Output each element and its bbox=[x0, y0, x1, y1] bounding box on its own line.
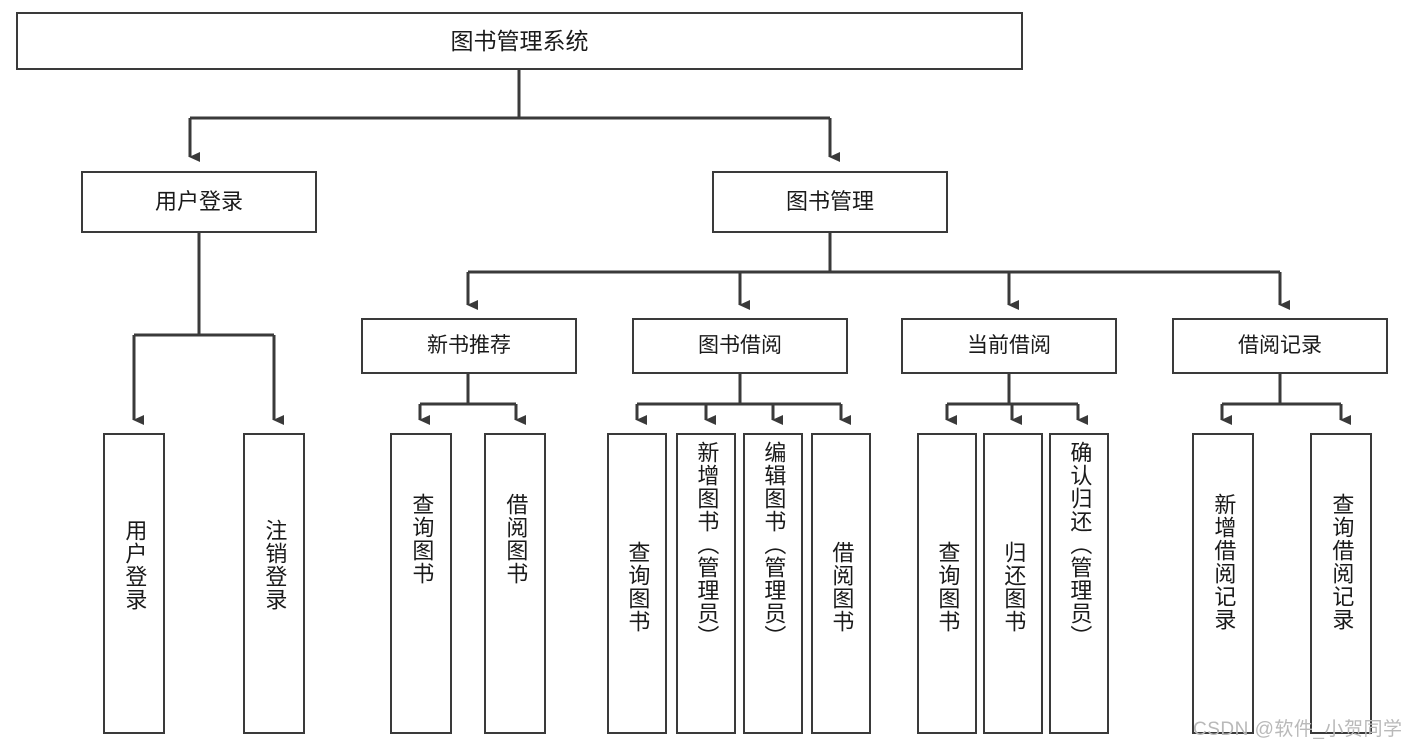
leaf-query-book-1-label: 查询图书 bbox=[409, 493, 435, 585]
leaf-borrow-book-2-label: 借阅图书 bbox=[829, 541, 855, 633]
leaf-logout-label: 注销登录 bbox=[262, 519, 288, 611]
leaf-query-record-label: 查询借阅记录 bbox=[1329, 493, 1355, 631]
leaf-query-record[interactable]: 查询借阅记录 bbox=[1310, 433, 1372, 734]
leaf-logout[interactable]: 注销登录 bbox=[243, 433, 305, 734]
leaf-query-book-2-label: 查询图书 bbox=[625, 541, 651, 633]
leaf-return-book-label: 归还图书 bbox=[1001, 541, 1027, 633]
leaf-edit-book-label: 编辑图书（管理员） bbox=[761, 441, 787, 648]
leaf-user-login[interactable]: 用户登录 bbox=[103, 433, 165, 734]
leaf-confirm-return[interactable]: 确认归还（管理员） bbox=[1049, 433, 1109, 734]
node-book-borrow-label: 图书借阅 bbox=[698, 333, 782, 357]
leaf-add-book[interactable]: 新增图书（管理员） bbox=[676, 433, 736, 734]
leaf-borrow-book-1[interactable]: 借阅图书 bbox=[484, 433, 546, 734]
node-current-borrow-label: 当前借阅 bbox=[967, 333, 1051, 357]
node-user-login-label: 用户登录 bbox=[154, 189, 243, 215]
node-book-manage-label: 图书管理 bbox=[785, 189, 874, 215]
leaf-query-book-3-label: 查询图书 bbox=[935, 541, 961, 633]
node-new-book-rec[interactable]: 新书推荐 bbox=[361, 318, 577, 374]
node-user-login[interactable]: 用户登录 bbox=[81, 171, 317, 233]
leaf-add-record-label: 新增借阅记录 bbox=[1211, 493, 1237, 631]
node-borrow-record-label: 借阅记录 bbox=[1238, 333, 1322, 357]
node-new-book-rec-label: 新书推荐 bbox=[427, 333, 511, 357]
leaf-add-book-label: 新增图书（管理员） bbox=[694, 441, 720, 648]
leaf-borrow-book-2[interactable]: 借阅图书 bbox=[811, 433, 871, 734]
node-root-label: 图书管理系统 bbox=[450, 27, 589, 54]
leaf-query-book-3[interactable]: 查询图书 bbox=[917, 433, 977, 734]
node-book-manage[interactable]: 图书管理 bbox=[712, 171, 948, 233]
node-book-borrow[interactable]: 图书借阅 bbox=[632, 318, 848, 374]
node-root[interactable]: 图书管理系统 bbox=[16, 12, 1023, 70]
leaf-query-book-2[interactable]: 查询图书 bbox=[607, 433, 667, 734]
leaf-user-login-label: 用户登录 bbox=[122, 519, 148, 611]
leaf-add-record[interactable]: 新增借阅记录 bbox=[1192, 433, 1254, 734]
node-current-borrow[interactable]: 当前借阅 bbox=[901, 318, 1117, 374]
watermark: CSDN @软件_小贺同学 bbox=[1193, 719, 1403, 740]
leaf-query-book-1[interactable]: 查询图书 bbox=[390, 433, 452, 734]
leaf-confirm-return-label: 确认归还（管理员） bbox=[1067, 441, 1093, 648]
leaf-return-book[interactable]: 归还图书 bbox=[983, 433, 1043, 734]
node-borrow-record[interactable]: 借阅记录 bbox=[1172, 318, 1388, 374]
leaf-edit-book[interactable]: 编辑图书（管理员） bbox=[743, 433, 803, 734]
leaf-borrow-book-1-label: 借阅图书 bbox=[503, 493, 529, 585]
